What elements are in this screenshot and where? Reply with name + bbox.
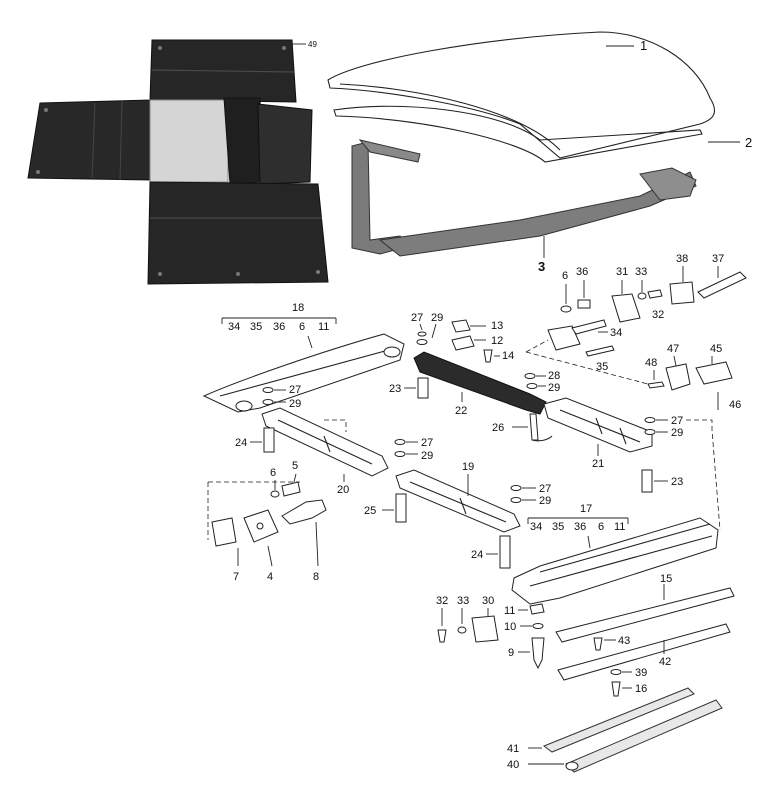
- callout-45: 45: [710, 343, 722, 355]
- asm18-inc-2: 36: [273, 321, 285, 333]
- asm18-inc-3: 6: [299, 321, 305, 333]
- callout-25: 25: [364, 505, 376, 517]
- asm17-inc-2: 36: [574, 521, 586, 533]
- callout-27e: 27: [539, 483, 551, 495]
- callout-5: 5: [292, 460, 298, 472]
- callout-48: 48: [645, 357, 657, 369]
- callout-35: 35: [596, 361, 608, 373]
- callout-32a: 32: [652, 309, 664, 321]
- callout-7: 7: [233, 571, 239, 583]
- callout-31: 31: [616, 266, 628, 278]
- callout-18: 18: [292, 302, 304, 314]
- callout-22: 22: [455, 405, 467, 417]
- callout-27b: 27: [411, 312, 423, 324]
- callout-2: 2: [745, 135, 752, 150]
- fittings-group-right: 48 47 45 46: [645, 343, 741, 411]
- callout-33b: 33: [457, 595, 469, 607]
- roof-panel-icon: [327, 31, 715, 257]
- callout-33a: 33: [635, 266, 647, 278]
- callout-29e: 29: [421, 450, 433, 462]
- fittings-group-upper: 6 36 31 33 32 38 37 34 35: [547, 253, 747, 373]
- asm18-inc-4: 11: [318, 321, 329, 333]
- callout-38: 38: [676, 253, 688, 265]
- cover-bag-icon: [27, 39, 329, 285]
- storage-cover-photo: 49: [27, 39, 329, 285]
- callout-39: 39: [635, 667, 647, 679]
- callout-32b: 32: [436, 595, 448, 607]
- asm18-inc-1: 35: [250, 321, 262, 333]
- callout-4: 4: [267, 571, 273, 583]
- callout-42: 42: [659, 656, 671, 668]
- callout-41: 41: [507, 743, 519, 755]
- rail-19: [395, 469, 521, 533]
- callout-29f: 29: [539, 495, 551, 507]
- callout-3: 3: [538, 259, 545, 274]
- callout-29d: 29: [671, 427, 683, 439]
- callout-11: 11: [504, 605, 515, 617]
- callout-21: 21: [592, 458, 604, 470]
- callout-30: 30: [482, 595, 494, 607]
- callout-29a: 29: [289, 398, 301, 410]
- rail-assembly-17: 17 34 35 36 6 11: [511, 503, 719, 605]
- callout-23b: 23: [671, 476, 683, 488]
- callout-14: 14: [502, 350, 514, 362]
- asm17-inc-3: 6: [598, 521, 604, 533]
- callout-17: 17: [580, 503, 592, 515]
- callout-8: 8: [313, 571, 319, 583]
- callout-6a: 6: [562, 270, 568, 282]
- asm17-inc-4: 11: [614, 521, 625, 533]
- callout-43: 43: [618, 635, 630, 647]
- asm18-inc-0: 34: [228, 321, 240, 333]
- callout-10: 10: [504, 621, 516, 633]
- callout-37: 37: [712, 253, 724, 265]
- callout-27d: 27: [421, 437, 433, 449]
- callout-16: 16: [635, 683, 647, 695]
- callout-24b: 24: [471, 549, 483, 561]
- callout-1: 1: [640, 38, 647, 53]
- asm17-inc-1: 35: [552, 521, 564, 533]
- callout-23a: 23: [389, 383, 401, 395]
- asm17-inc-0: 34: [530, 521, 542, 533]
- callout-49: 49: [308, 40, 317, 49]
- callout-19: 19: [462, 461, 474, 473]
- callout-15: 15: [660, 573, 672, 585]
- callout-46: 46: [729, 399, 741, 411]
- callout-34: 34: [610, 327, 622, 339]
- callout-29c: 29: [548, 382, 560, 394]
- rail-21: [543, 397, 653, 453]
- callout-9: 9: [508, 647, 514, 659]
- callout-27a: 27: [289, 384, 301, 396]
- callout-13: 13: [491, 320, 503, 332]
- rail-assembly-18: 18 34 35 36 6 11: [202, 302, 405, 413]
- callout-24a: 24: [235, 437, 247, 449]
- callout-36: 36: [576, 266, 588, 278]
- callout-26: 26: [492, 422, 504, 434]
- callout-29b: 29: [431, 312, 443, 324]
- rail-20: [261, 407, 389, 477]
- callout-40: 40: [507, 759, 519, 771]
- callout-27c: 27: [671, 415, 683, 427]
- callout-12: 12: [491, 335, 503, 347]
- callout-28: 28: [548, 370, 560, 382]
- callout-20: 20: [337, 484, 349, 496]
- callout-47: 47: [667, 343, 679, 355]
- callout-6b: 6: [270, 467, 276, 479]
